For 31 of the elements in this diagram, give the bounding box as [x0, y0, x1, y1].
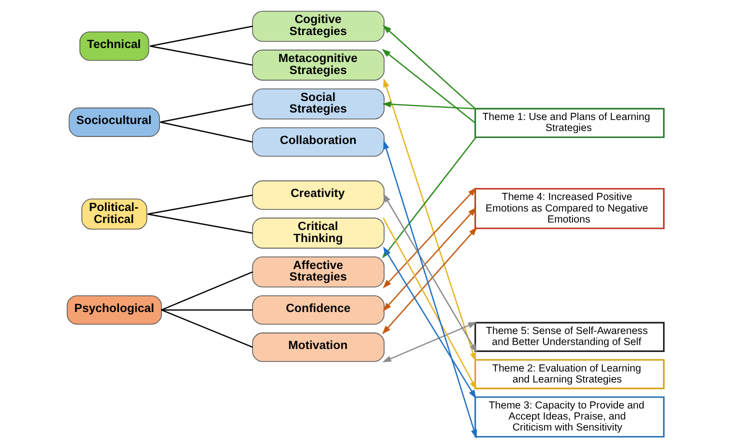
- connector: [147, 194, 253, 215]
- arrow: [382, 25, 476, 110]
- node-box: Cogitive Strategies: [252, 10, 385, 42]
- arrow: [382, 101, 476, 110]
- node-box: Psychological: [66, 295, 162, 325]
- node-box: Sociocultural: [68, 108, 160, 137]
- arrow: [382, 48, 476, 124]
- connector: [161, 271, 253, 311]
- node-box: Theme 3: Capacity to Provide and Accept Ideas, Praise, and Criticism with Sensitivity: [474, 396, 665, 438]
- node-box: Critical Thinking: [252, 218, 385, 249]
- connector: [161, 309, 253, 348]
- connector: [160, 103, 253, 123]
- node-box: Theme 1: Use and Plans of Learning Strategies: [474, 108, 665, 138]
- node-box: Collaboration: [252, 127, 385, 157]
- connector: [150, 26, 253, 47]
- node-box: Social Strategies: [252, 88, 385, 120]
- arrow: [382, 322, 478, 362]
- node-box: Creativity: [252, 180, 385, 210]
- connector: [161, 309, 253, 311]
- node-box: Political-Critical: [81, 198, 148, 230]
- node-box: Theme 2: Evaluation of Learning and Learning Strategies: [474, 359, 665, 390]
- node-box: Theme 5: Sense of Self-Awareness and Better Understanding of Self: [474, 322, 665, 352]
- connector: [160, 122, 253, 143]
- node-box: Motivation: [252, 332, 385, 362]
- node-box: Affective Strategies: [252, 256, 385, 288]
- connector: [147, 213, 253, 234]
- node-box: Technical: [79, 31, 150, 61]
- node-box: Theme 4: Increased Positive Emotions as Compared to Negative Emotions: [474, 188, 665, 230]
- node-box: Confidence: [252, 295, 385, 325]
- node-box: Metacognitive Strategies: [252, 50, 385, 81]
- connector: [150, 45, 253, 66]
